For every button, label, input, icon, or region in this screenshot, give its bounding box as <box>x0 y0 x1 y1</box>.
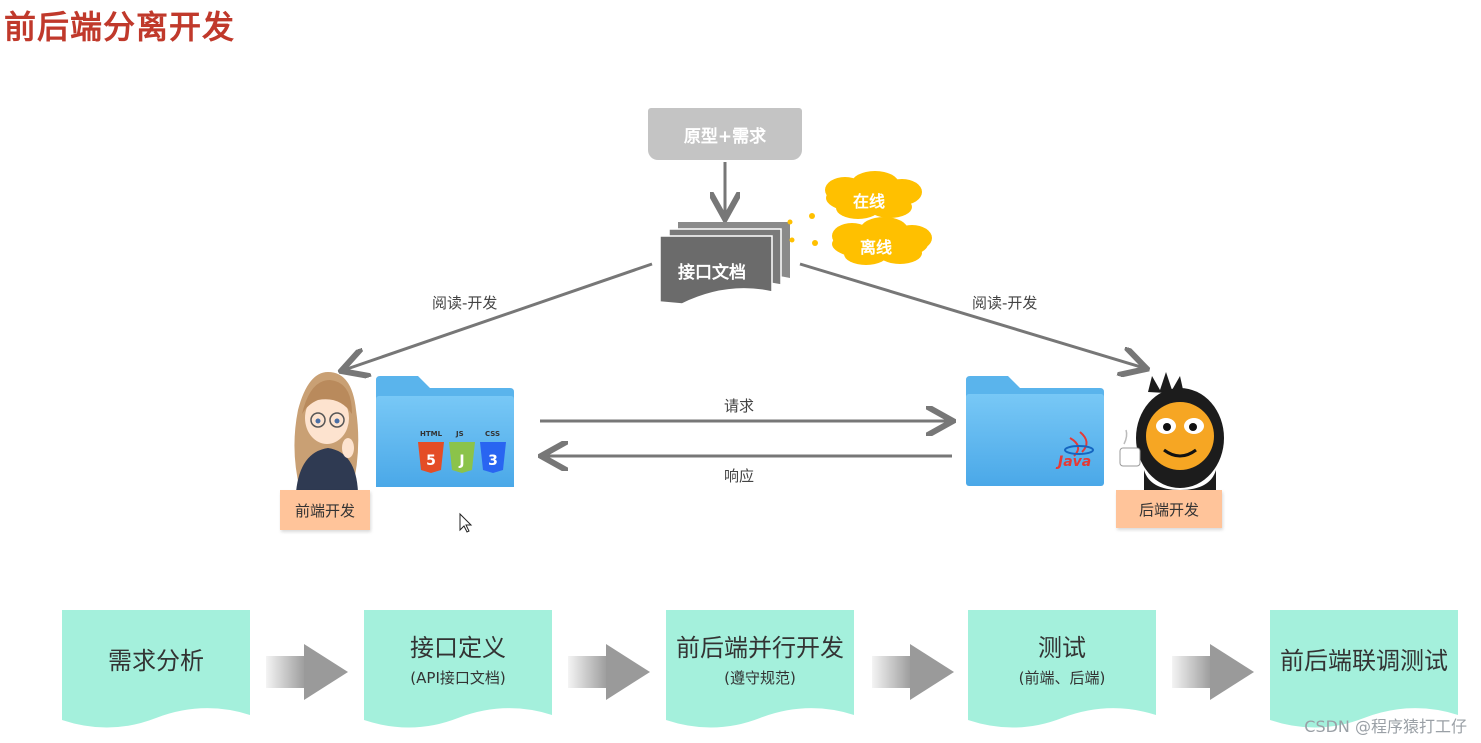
html-label: HTML <box>420 430 443 438</box>
doc-to-backend-arrow <box>799 262 1144 368</box>
offline-label: 离线 <box>860 238 893 257</box>
js-icon: J <box>449 442 475 473</box>
svg-text:5: 5 <box>426 453 436 469</box>
stage-4-main: 测试 <box>1038 634 1086 662</box>
watermark: CSDN @程序猿打工仔 <box>1304 717 1467 736</box>
backend-tag-label: 后端开发 <box>1138 500 1199 519</box>
backend-tag: 后端开发 <box>1116 490 1222 528</box>
stage-2-main: 接口定义 <box>410 634 506 662</box>
stage-shape-2 <box>364 610 552 728</box>
stage-1-main: 需求分析 <box>108 646 204 675</box>
frontend-tag: 前端开发 <box>280 490 370 530</box>
prototype-label: 原型+需求 <box>683 126 767 147</box>
frontend-folder: 5 J 3 <box>376 376 514 487</box>
read-dev-right-label: 阅读-开发 <box>972 294 1038 312</box>
request-label: 请求 <box>724 397 755 415</box>
cloud-offline <box>832 217 932 265</box>
stage-4-sub: (前端、后端) <box>1018 669 1106 687</box>
mouse-cursor-icon <box>459 512 473 533</box>
svg-text:3: 3 <box>488 453 498 469</box>
stage-2-sub: (API接口文档) <box>410 669 506 687</box>
stage-arrow-3 <box>872 644 954 700</box>
response-label: 响应 <box>724 467 755 485</box>
frontend-developer-avatar <box>294 372 359 492</box>
css3-icon: 3 <box>480 442 506 473</box>
page-title: 前后端分离开发 <box>4 8 236 46</box>
stage-4: 测试 (前端、后端) <box>968 612 1156 704</box>
frontend-tag-label: 前端开发 <box>294 501 355 520</box>
stage-1: 需求分析 <box>62 612 250 704</box>
stage-arrow-2 <box>568 644 650 700</box>
java-label: Java <box>1058 454 1092 470</box>
doc-label: 接口文档 <box>678 263 746 283</box>
stage-3-sub: (遵守规范) <box>724 669 796 687</box>
stage-arrow-4 <box>1172 644 1254 700</box>
stage-shape-1 <box>62 610 250 728</box>
read-dev-left-label: 阅读-开发 <box>432 294 498 312</box>
stage-5: 前后端联调测试 <box>1270 612 1458 704</box>
stage-shape-4 <box>968 610 1156 728</box>
stage-3-main: 前后端并行开发 <box>676 634 844 662</box>
cloud-online <box>825 171 922 219</box>
online-label: 在线 <box>853 192 886 211</box>
js-label: JS <box>456 430 464 438</box>
stage-5-main: 前后端联调测试 <box>1280 646 1448 675</box>
stage-shape-5 <box>1270 610 1458 728</box>
backend-developer-avatar <box>1119 372 1224 492</box>
stage-3: 前后端并行开发 (遵守规范) <box>666 612 854 704</box>
css-label: CSS <box>485 430 501 438</box>
stage-2: 接口定义 (API接口文档) <box>364 612 552 704</box>
backend-folder <box>966 376 1104 486</box>
stage-arrow-1 <box>266 644 348 700</box>
doc-to-frontend-arrow <box>344 262 653 370</box>
prototype-box: 原型+需求 <box>648 108 802 160</box>
java-icon <box>1064 431 1094 457</box>
stage-shape-3 <box>666 610 854 728</box>
doc-stack <box>659 222 790 305</box>
html5-icon: 5 <box>418 442 444 473</box>
svg-text:J: J <box>458 453 464 469</box>
coffee-cup-icon <box>1119 429 1141 467</box>
